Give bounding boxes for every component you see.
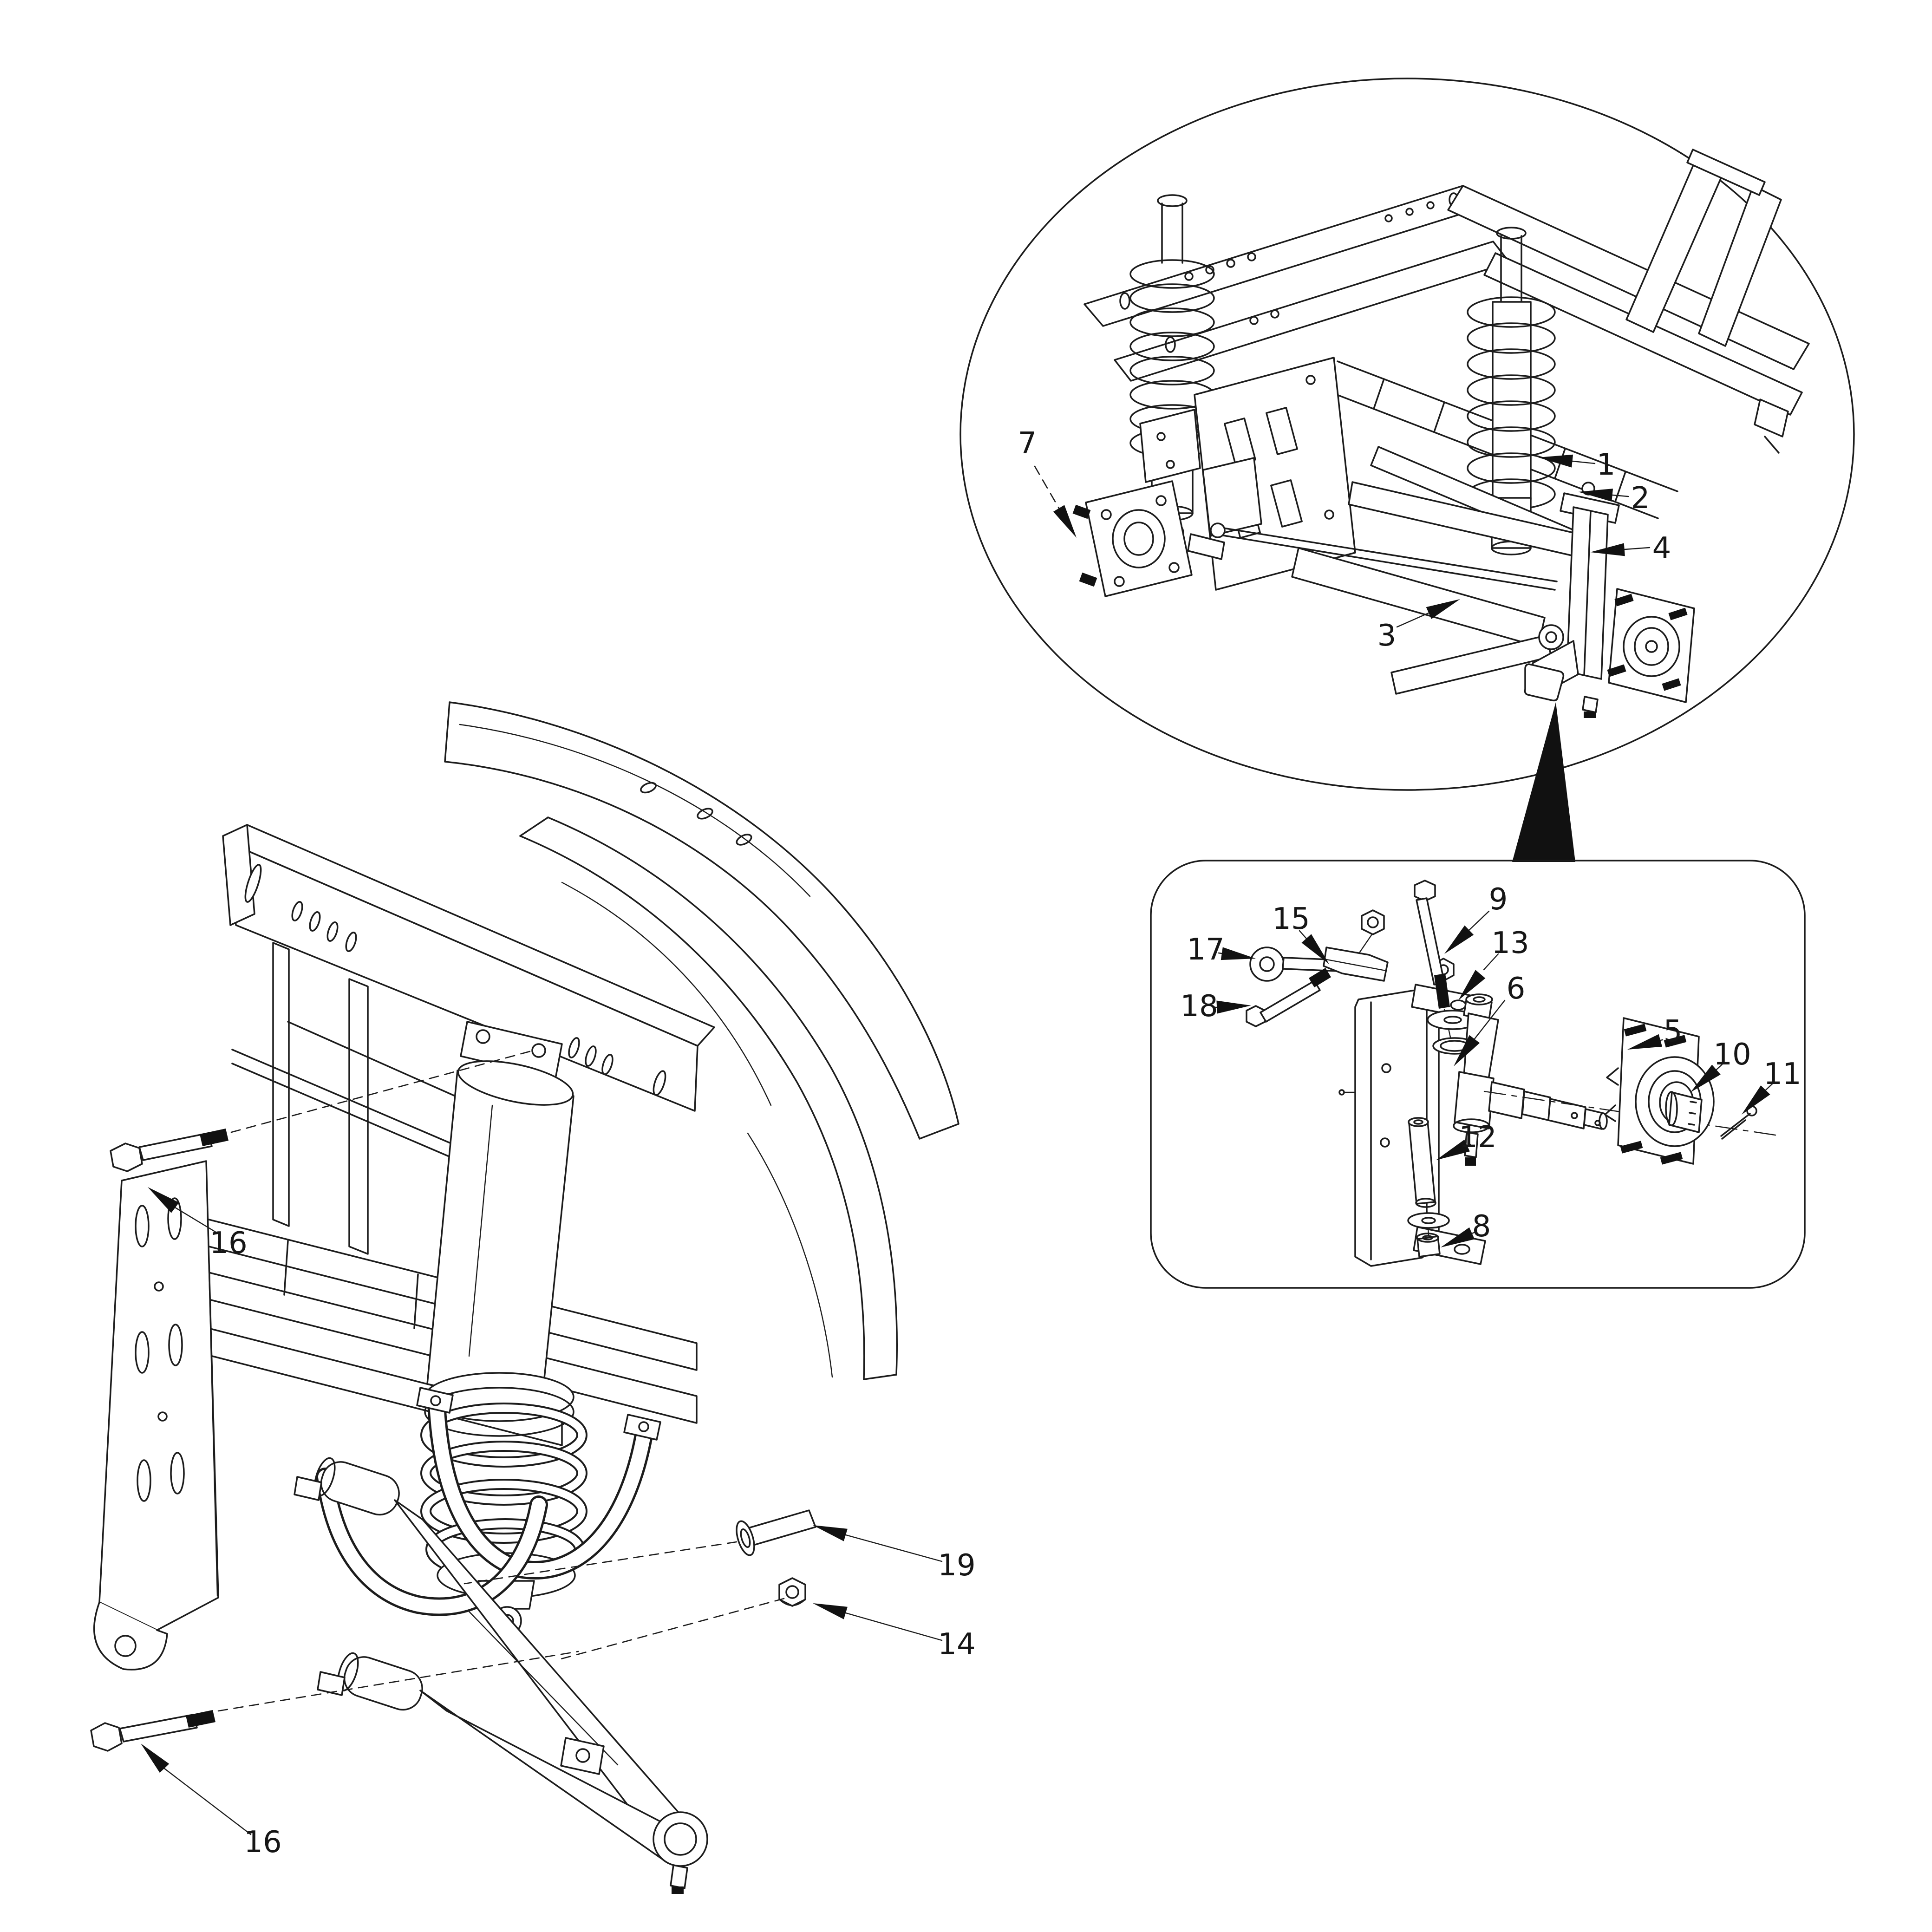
steering-knuckle-spindle (1453, 993, 1608, 1166)
steering-knuckle-right (1524, 482, 1695, 718)
washer-17 (1249, 946, 1285, 982)
bolt-18 (1260, 980, 1321, 1023)
leader-14 (845, 1612, 943, 1641)
callout-17-label: 17 (1187, 933, 1224, 967)
clamp-plate (1323, 946, 1389, 982)
leader-10 (1716, 1064, 1723, 1070)
balloon-callouts: 7 1 2 4 3 (1018, 426, 1671, 653)
center-bracket-plate (1139, 357, 1356, 591)
leader-4 (1624, 547, 1651, 550)
callout-9-label: 9 (1489, 882, 1508, 917)
panel-outline (1150, 860, 1806, 1289)
leader-19 (845, 1534, 943, 1562)
arrowhead-5-icon (1627, 1034, 1663, 1050)
callout-16-lower-label: 16 (244, 1825, 281, 1860)
leader-9 (1468, 910, 1490, 931)
arrowhead-10-icon (1690, 1064, 1721, 1092)
suspension-arms (1210, 446, 1576, 695)
assembly-line-16-lower (217, 1651, 579, 1712)
zoom-pointer-triangle (1512, 702, 1575, 862)
assembly-line-16-upper (230, 1050, 534, 1133)
leader-16-lower (163, 1768, 252, 1835)
arrowhead-11-icon (1742, 1085, 1770, 1115)
arrowhead-8-icon (1441, 1227, 1475, 1247)
cotter-pin (1720, 1113, 1751, 1137)
mounting-bracket-plate (93, 1160, 219, 1671)
callout-13-label: 13 (1491, 926, 1529, 960)
panel-callouts: 9 13 6 5 10 11 12 8 15 (1180, 882, 1801, 1247)
detail-balloon-view: 7 1 2 4 3 (959, 78, 1855, 791)
coil-spring (420, 1403, 587, 1580)
callout-2-label: 2 (1631, 481, 1650, 516)
washer-8 (1407, 1212, 1450, 1229)
nut-14: 14 (560, 1577, 976, 1662)
spacer-tube-19: 19 (463, 1509, 976, 1585)
callout-16-upper-label: 16 (209, 1226, 247, 1260)
bolt-16-lower: 16 (90, 1651, 579, 1860)
callout-19-label: 19 (938, 1548, 975, 1583)
castle-nut (1668, 1091, 1703, 1133)
callout-18-label: 18 (1180, 989, 1218, 1024)
hub-assembly (1604, 1017, 1757, 1165)
flange-nut-15 (1361, 909, 1385, 935)
callout-10-label: 10 (1713, 1038, 1751, 1072)
callout-1-label: 1 (1597, 448, 1616, 482)
arrowhead-16-lower-icon (141, 1743, 170, 1773)
arrowhead-13-icon (1458, 970, 1486, 1000)
leader-8 (1471, 1232, 1475, 1234)
main-exploded-view: 16 16 19 (90, 701, 976, 1894)
leader-2 (1612, 494, 1629, 497)
leader-15 (1299, 930, 1307, 940)
assembly-line-14 (560, 1598, 785, 1660)
arrowhead-17-icon (1221, 947, 1256, 960)
balloon-outline (959, 78, 1855, 791)
leader-13 (1483, 953, 1499, 971)
bolt-9-head (1414, 880, 1436, 902)
leader-11 (1765, 1083, 1773, 1091)
arrowhead-18-icon (1216, 1000, 1251, 1014)
tie-rod-stack (1407, 1117, 1450, 1258)
lower-a-arm (1291, 547, 1546, 647)
leader-12 (1466, 1143, 1471, 1147)
callout-3-label: 3 (1377, 619, 1397, 653)
callout-11-label: 11 (1763, 1057, 1801, 1091)
arrowhead-15-icon (1301, 934, 1329, 964)
callout-4-label: 4 (1652, 531, 1671, 566)
wheel-hub-left (1072, 457, 1262, 597)
arrowhead-6-icon (1454, 1035, 1480, 1066)
knuckle-exploded-panel: 9 13 6 5 10 11 12 8 15 (1150, 860, 1806, 1289)
arrowhead-9-icon (1444, 925, 1474, 954)
arrowhead-4-icon (1590, 543, 1625, 556)
arrowhead-12-icon (1436, 1139, 1470, 1160)
bolt-16-upper: 16 (110, 1050, 534, 1260)
callout-6-label: 6 (1507, 972, 1526, 1006)
callout-14-label: 14 (938, 1627, 975, 1662)
spindle (1488, 1081, 1525, 1119)
arrowhead-7-icon (1053, 505, 1077, 538)
arrowhead-14-icon (813, 1603, 848, 1619)
callout-15-label: 15 (1272, 902, 1310, 936)
arrowhead-16-upper-icon (148, 1187, 179, 1213)
callout-12-label: 12 (1459, 1120, 1496, 1155)
stabilizer-u-bar (316, 1387, 661, 1616)
leader-1 (1572, 460, 1596, 464)
arrowhead-2-icon (1578, 489, 1613, 502)
body-side-panel (444, 701, 959, 1380)
callout-8-label: 8 (1472, 1209, 1491, 1244)
callout-5-label: 5 (1664, 1014, 1683, 1049)
leader-16-upper (174, 1207, 218, 1234)
arrowhead-3-icon (1426, 599, 1460, 619)
assembly-line-19 (463, 1541, 738, 1585)
arrowhead-1-icon (1538, 454, 1573, 468)
bolt-9 (1416, 897, 1445, 986)
main-lower-a-arm (294, 1457, 708, 1894)
upper-mounting-beam (222, 824, 715, 1255)
callout-7-label: 7 (1018, 426, 1037, 461)
leader-6 (1474, 999, 1506, 1040)
arrowhead-19-icon (813, 1525, 848, 1541)
leader-3 (1396, 612, 1429, 628)
